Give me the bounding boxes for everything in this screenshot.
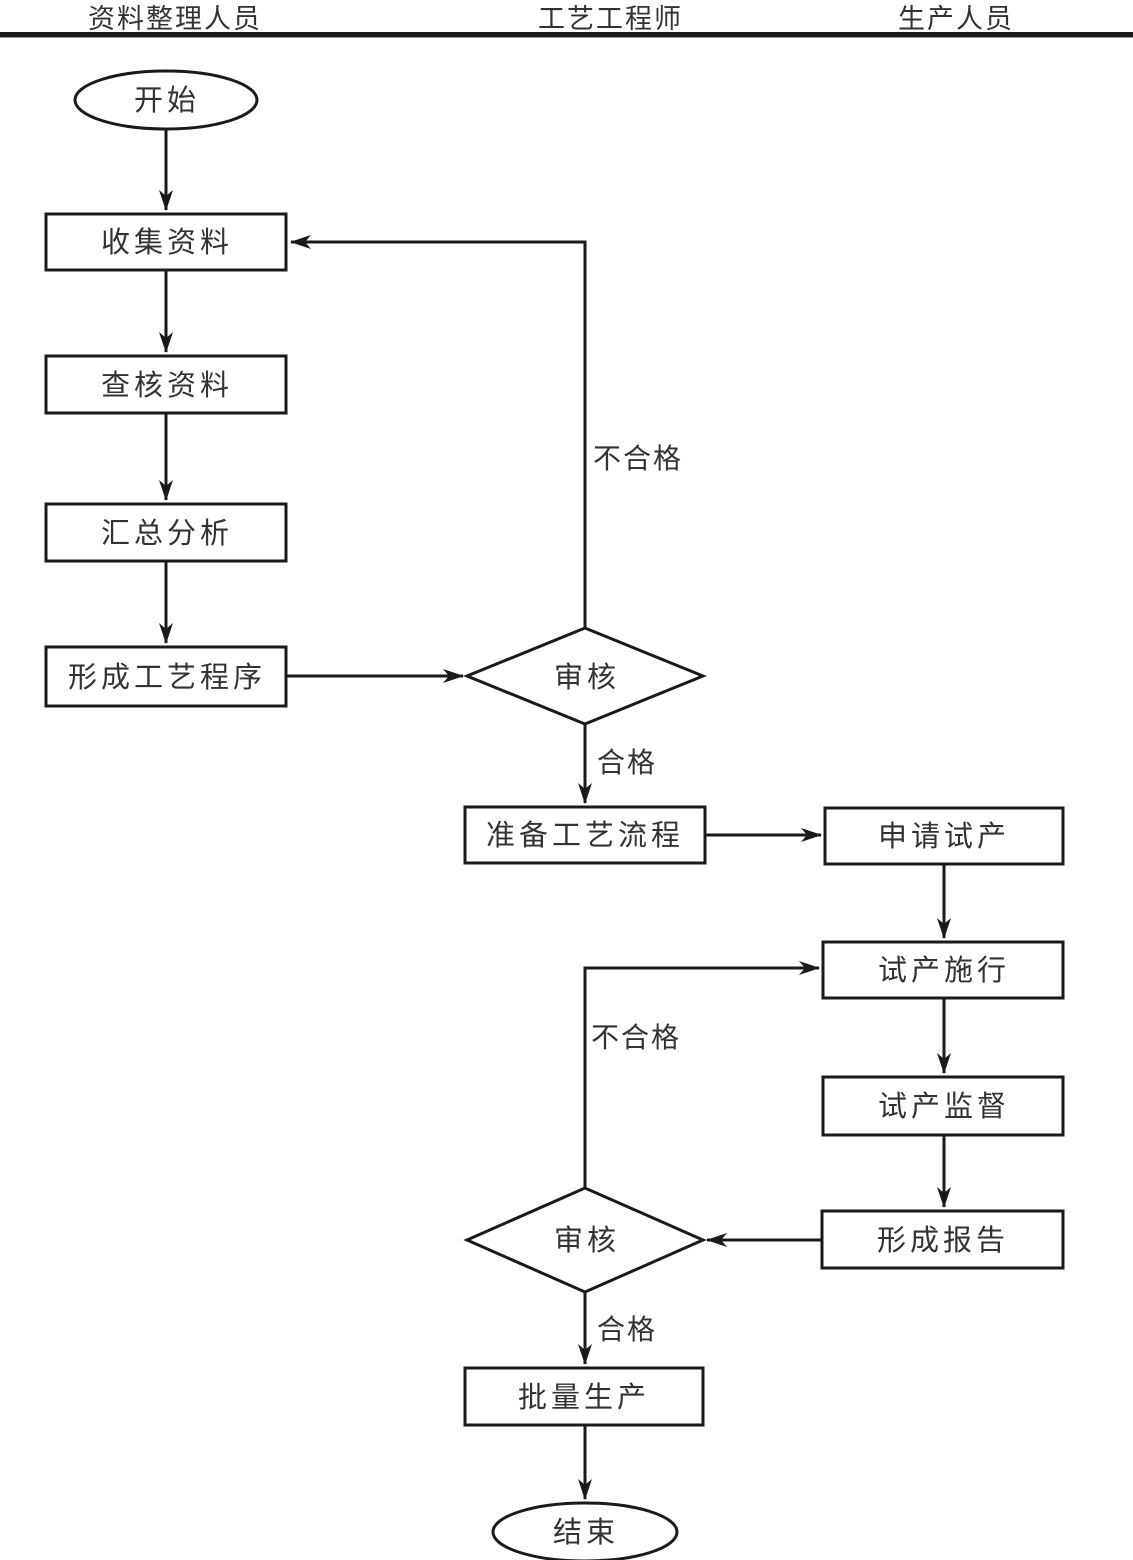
node-trial-production-supervision <box>821 1075 1065 1137</box>
node-form-process-procedure <box>44 645 288 708</box>
node-prepare-process-flow-label: 准备工艺流程 <box>486 819 684 852</box>
edge-label-review1-pass: 合格 <box>597 747 657 779</box>
node-mass-production <box>463 1366 705 1427</box>
node-form-process-procedure-label: 形成工艺程序 <box>68 661 266 694</box>
node-form-report <box>820 1209 1065 1270</box>
edge-label-review2-pass: 合格 <box>597 1314 657 1346</box>
arrow-review1-fail-to-collect <box>290 235 587 628</box>
node-summarize-analyze <box>44 502 288 563</box>
node-end-label: 结束 <box>553 1516 619 1549</box>
node-review-2-label: 审核 <box>554 1224 620 1257</box>
edge-label-review1-fail: 不合格 <box>593 443 683 475</box>
node-collect-data <box>44 212 288 272</box>
node-mass-production-label: 批量生产 <box>518 1381 650 1414</box>
node-trial-production-run <box>821 940 1065 1000</box>
node-end <box>491 1501 679 1560</box>
node-form-report-label: 形成报告 <box>877 1224 1009 1257</box>
node-review-1-diamond <box>463 626 707 726</box>
node-trial-production-run-label: 试产施行 <box>878 954 1010 987</box>
node-start-label: 开始 <box>134 84 200 117</box>
lane-header-data-organizer: 资料整理人员 <box>88 4 262 34</box>
node-apply-trial-production <box>823 806 1065 866</box>
lane-header-production-staff: 生产人员 <box>898 4 1014 34</box>
node-start <box>73 69 259 131</box>
node-review-1-label: 审核 <box>554 661 620 694</box>
node-summarize-analyze-label: 汇总分析 <box>101 517 233 550</box>
node-trial-production-supervision-label: 试产监督 <box>878 1090 1010 1123</box>
node-review-2-diamond <box>463 1186 707 1294</box>
arrow-review2-fail-to-trial-run <box>583 961 820 1188</box>
node-check-data-label: 查核资料 <box>101 369 233 402</box>
node-apply-trial-production-label: 申请试产 <box>878 820 1010 853</box>
node-prepare-process-flow <box>463 805 707 865</box>
edge-label-review2-fail: 不合格 <box>591 1022 681 1054</box>
node-check-data <box>44 354 288 415</box>
lane-header-process-engineer: 工艺工程师 <box>538 4 683 34</box>
node-collect-data-label: 收集资料 <box>101 226 233 259</box>
header-divider-line <box>0 32 1133 38</box>
